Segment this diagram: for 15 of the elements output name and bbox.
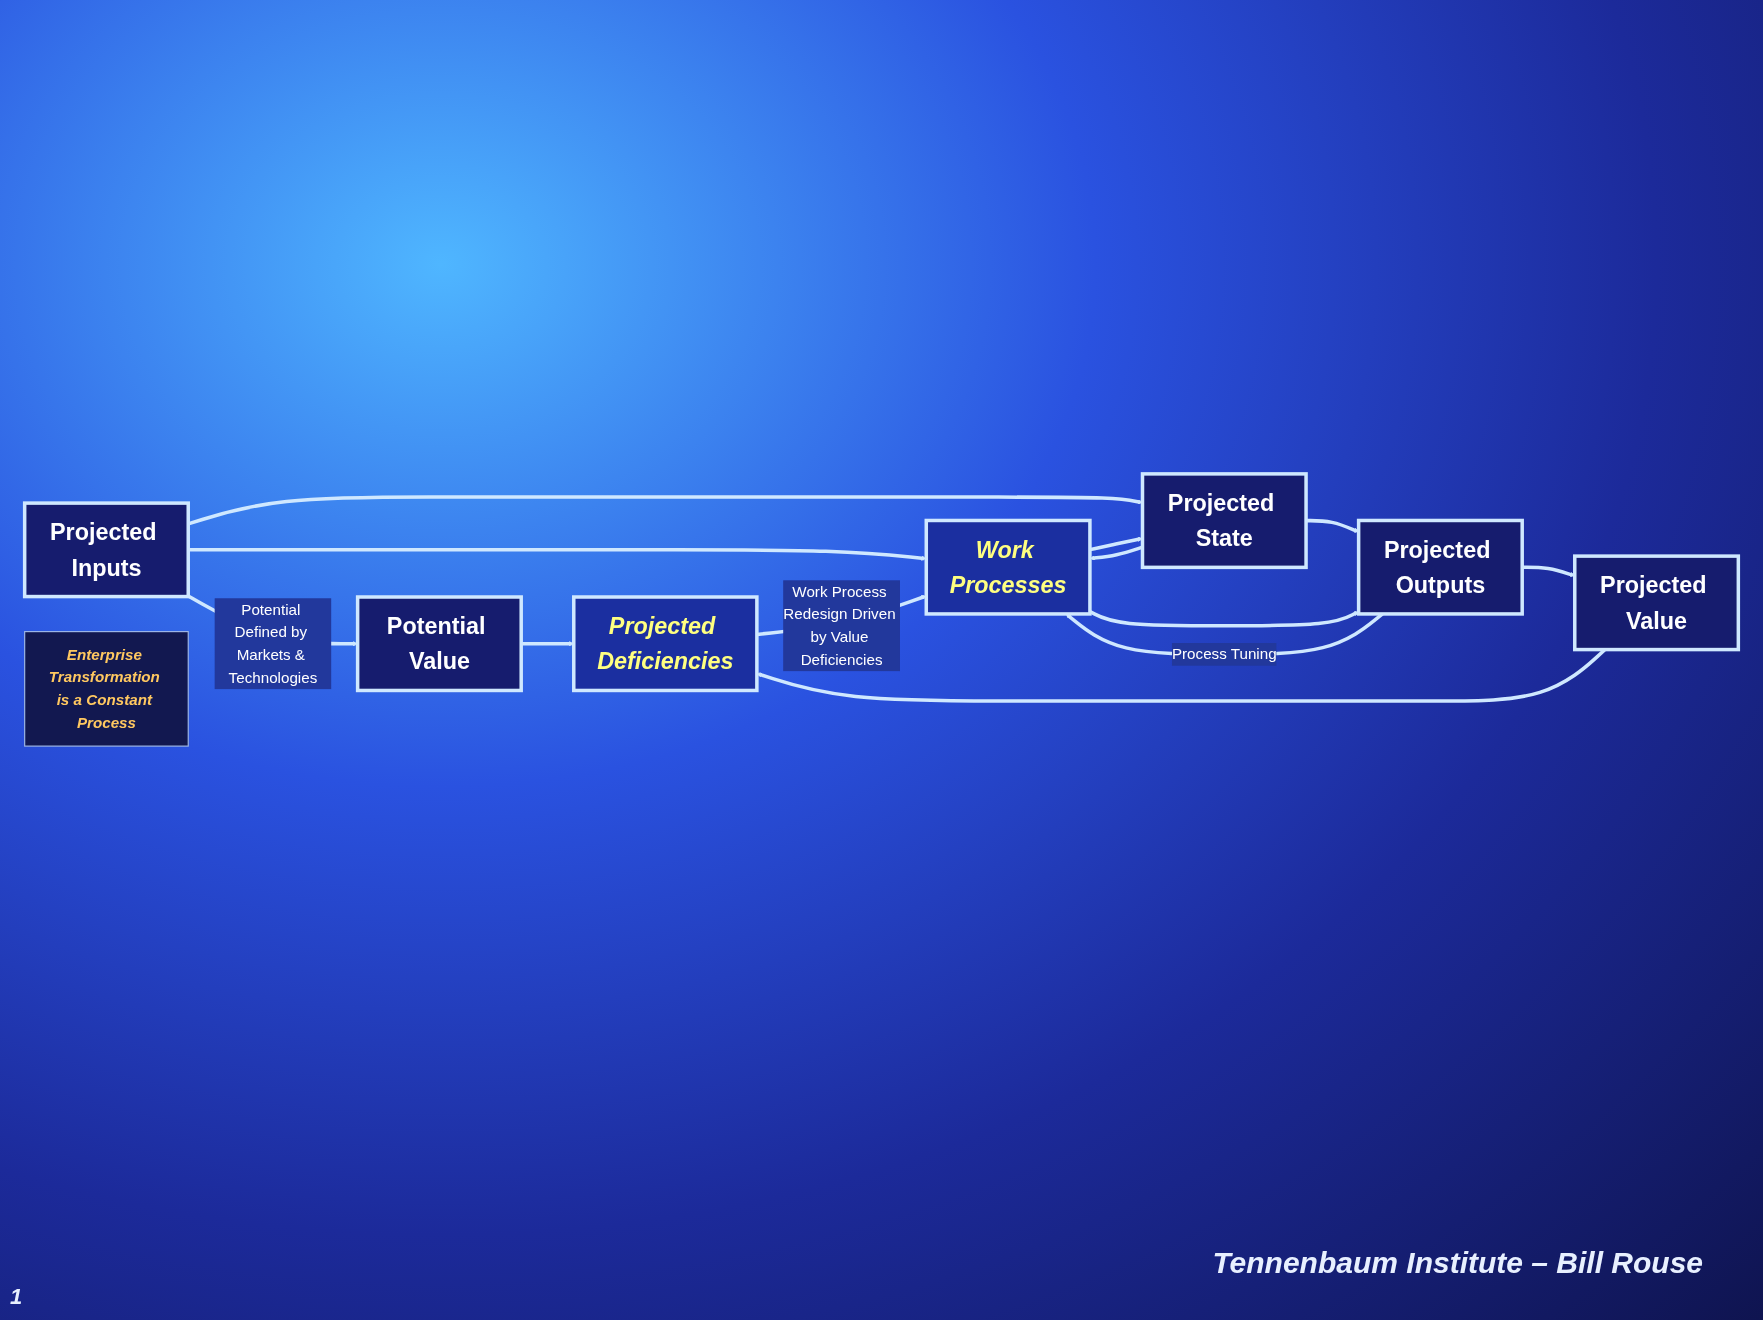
slide-number: 1	[10, 1284, 23, 1310]
arrow	[1089, 610, 1359, 628]
node-box: Work Processes	[924, 518, 1092, 616]
edge-label: Process Tuning	[1171, 645, 1277, 663]
arrow	[521, 641, 574, 647]
node-box: Enterprise Transformation is a Constant Process	[24, 631, 189, 747]
node-box: Projected Inputs	[22, 501, 190, 599]
node-box: Potential Value	[355, 595, 523, 693]
node-box: Projected Value	[1573, 554, 1741, 652]
edge-label: Work Process Redesign Driven by Value Deficiencies	[783, 582, 896, 669]
credit-note: Tennenbaum Institute – Bill Rouse	[1212, 1246, 1703, 1280]
node-box: Projected Deficiencies	[572, 595, 759, 693]
node-box: Projected Outputs	[1356, 518, 1524, 616]
edge-label: Potential Defined by Markets & Technologies	[228, 600, 318, 687]
node-box: Projected State	[1140, 472, 1308, 570]
